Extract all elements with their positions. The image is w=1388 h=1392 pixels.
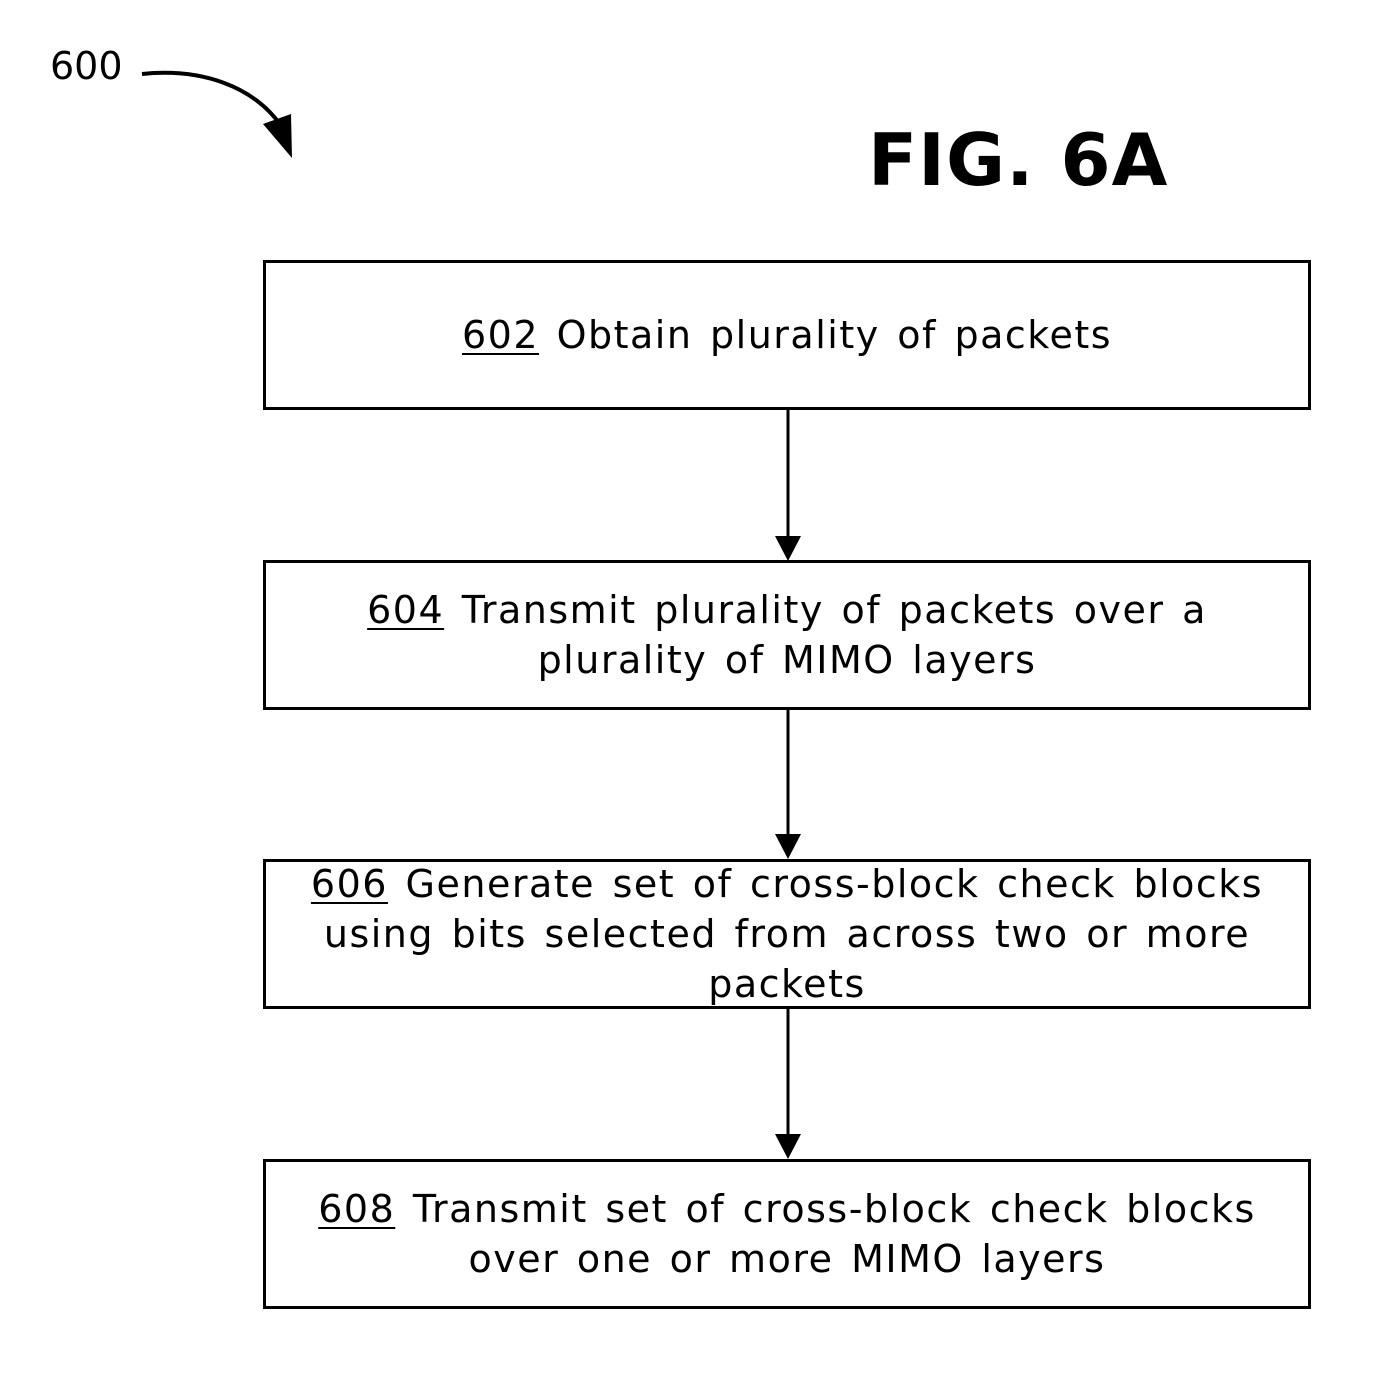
reference-arrow xyxy=(141,70,286,132)
figure-reference-number: 600 xyxy=(50,44,123,88)
step-box-608: 608 Transmit set of cross-block check bl… xyxy=(263,1159,1311,1309)
step-box-602: 602 Obtain plurality of packets xyxy=(263,260,1311,410)
arrowhead-608 xyxy=(775,1134,801,1159)
step-number: 608 xyxy=(318,1187,396,1231)
step-number: 604 xyxy=(367,588,445,632)
step-number: 602 xyxy=(461,313,539,357)
reference-arrowhead xyxy=(263,114,292,158)
step-box-604: 604 Transmit plurality of packets over a… xyxy=(263,560,1311,710)
step-text: 608 Transmit set of cross-block check bl… xyxy=(307,1184,1267,1284)
arrowhead-604 xyxy=(775,536,801,561)
step-label: Obtain plurality of packets xyxy=(556,313,1113,357)
arrowhead-606 xyxy=(775,834,801,859)
step-label: Generate set of cross-block check blocks… xyxy=(323,862,1264,1006)
step-label: Transmit set of cross-block check blocks… xyxy=(412,1187,1256,1281)
step-label: Transmit plurality of packets over a plu… xyxy=(461,588,1207,682)
step-text: 604 Transmit plurality of packets over a… xyxy=(307,585,1267,685)
step-number: 606 xyxy=(310,862,388,906)
step-box-606: 606 Generate set of cross-block check bl… xyxy=(263,859,1311,1009)
figure-title: FIG. 6A xyxy=(868,118,1169,202)
step-text: 602 Obtain plurality of packets xyxy=(462,310,1112,360)
step-text: 606 Generate set of cross-block check bl… xyxy=(307,859,1267,1009)
